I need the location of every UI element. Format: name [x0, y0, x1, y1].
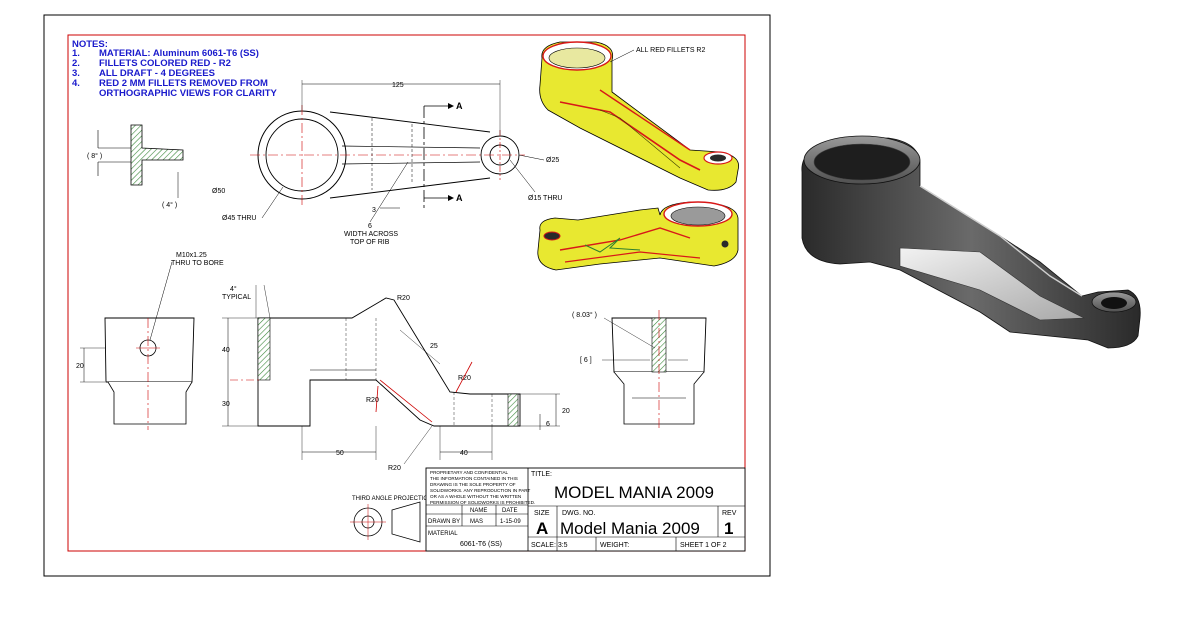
rib-width-line3: TOP OF RIB: [350, 239, 390, 246]
proprietary-line-4: SOLIDWORKS. ANY REPRODUCTION IN PART: [430, 488, 531, 493]
top-view: 125 A A Ø50 Ø45 THRU Ø25 Ø15 THRU 3 6 WI…: [212, 80, 563, 246]
third-angle-symbol: THIRD ANGLE PROJECTION: [350, 496, 432, 543]
r20-bottom: R20: [388, 465, 401, 472]
left-side-view: M10x1.25 THRU TO BORE 20: [76, 252, 224, 430]
dwg-no-value: Model Mania 2009: [560, 519, 700, 538]
dim-dia-25: Ø25: [546, 157, 559, 164]
dim-20-right: 20: [562, 408, 570, 415]
angle-4-label: ( 4° ): [162, 201, 177, 209]
rib-width-line2: WIDTH ACROSS: [344, 231, 398, 238]
weight-label: WEIGHT:: [600, 542, 629, 549]
rib-section-view: ( 8° ) ( 4° ): [87, 124, 184, 209]
note-1-num: 1.: [72, 48, 80, 59]
thread-callout-line2: THRU TO BORE: [171, 260, 224, 267]
dim-30-height: 30: [222, 401, 230, 408]
dim-40-height: 40: [222, 347, 230, 354]
drawing-title: MODEL MANIA 2009: [554, 483, 714, 502]
size-label: SIZE: [534, 510, 550, 517]
notes-block: NOTES: 1. MATERIAL: Aluminum 6061-T6 (SS…: [72, 39, 278, 99]
note-4-text: RED 2 MM FILLETS REMOVED FROM: [99, 78, 268, 89]
dim-50-base: 50: [336, 450, 344, 457]
title-block: PROPRIETARY AND CONFIDENTIAL THE INFORMA…: [425, 467, 746, 552]
thread-callout-line1: M10x1.25: [176, 252, 207, 259]
dim-20-left: 20: [76, 363, 84, 370]
dim-25-slope: 25: [430, 343, 438, 350]
r20-b: R20: [366, 397, 379, 404]
isometric-view-top: ALL RED FILLETS R2: [539, 41, 739, 191]
rev-label: REV: [722, 510, 737, 517]
right-end-view: ( 8.03° ) [ 6 ]: [572, 310, 707, 430]
proprietary-line-2: THE INFORMATION CONTAINED IN THIS: [430, 476, 518, 481]
proprietary-line-3: DRAWING IS THE SOLE PROPERTY OF: [430, 482, 516, 487]
notes-heading: NOTES:: [72, 39, 108, 50]
drawn-by-label: DRAWN BY: [428, 519, 460, 525]
note-4-text-cont: ORTHOGRAPHIC VIEWS FOR CLARITY: [99, 88, 278, 99]
drawn-by-name: MAS: [470, 519, 483, 525]
all-red-fillets-label: ALL RED FILLETS R2: [636, 47, 705, 54]
material-label: MATERIAL: [428, 531, 458, 537]
proprietary-line-1: PROPRIETARY AND CONFIDENTIAL: [430, 470, 509, 475]
dim-6-bracket: [ 6 ]: [580, 357, 592, 364]
section-a-top: A: [456, 101, 463, 111]
dim-dia-45-thru: Ø45 THRU: [222, 215, 257, 222]
rev-value: 1: [724, 519, 733, 538]
name-header: NAME: [470, 508, 487, 514]
dwg-no-label: DWG. NO.: [562, 510, 595, 517]
dim-dia-15-thru: Ø15 THRU: [528, 195, 563, 202]
date-header: DATE: [502, 508, 518, 514]
typical-angle: 4°: [230, 285, 237, 293]
note-2-num: 2.: [72, 58, 80, 69]
r20-top: R20: [397, 295, 410, 302]
angle-8-label: ( 8° ): [87, 152, 102, 160]
proprietary-line-5: OR AS A WHOLE WITHOUT THE WRITTEN: [430, 494, 521, 499]
scale-value: SCALE: 3:5: [531, 542, 568, 549]
note-3-text: ALL DRAFT - 4 DEGREES: [99, 68, 215, 79]
material-value: 6061-T6 (SS): [460, 541, 502, 548]
size-value: A: [536, 519, 548, 538]
sheet-value: SHEET 1 OF 2: [680, 542, 727, 549]
third-angle-label: THIRD ANGLE PROJECTION: [352, 496, 432, 502]
isometric-view-bottom: [537, 201, 739, 271]
dim-6-right: 6: [546, 421, 550, 428]
angle-8-03: ( 8.03° ): [572, 311, 597, 319]
proprietary-line-6: PERMISSION OF SOLIDWORKS IS PROHIBITED.: [430, 500, 535, 505]
sheet-inner-border: [67, 34, 746, 552]
note-4-num: 4.: [72, 78, 80, 89]
typical-label: TYPICAL: [222, 294, 251, 301]
dim-125: 125: [392, 82, 404, 89]
dim-dia-50: Ø50: [212, 188, 225, 195]
rib-width-line1: 6: [368, 223, 372, 230]
section-a-bottom: A: [456, 193, 463, 203]
note-3-num: 3.: [72, 68, 80, 79]
note-1-text: MATERIAL: Aluminum 6061-T6 (SS): [99, 48, 259, 59]
note-2-text: FILLETS COLORED RED - R2: [99, 58, 231, 69]
shaded-3d-render: [801, 135, 1141, 349]
dim-3: 3: [372, 207, 376, 214]
drawn-by-date: 1-15-09: [500, 519, 521, 525]
dim-40-base: 40: [460, 450, 468, 457]
front-elevation-view: 40 30 4° TYPICAL R20 25 R20 R20 R20 50 4…: [222, 284, 570, 472]
r20-a: R20: [458, 375, 471, 382]
title-label: TITLE:: [531, 471, 552, 478]
